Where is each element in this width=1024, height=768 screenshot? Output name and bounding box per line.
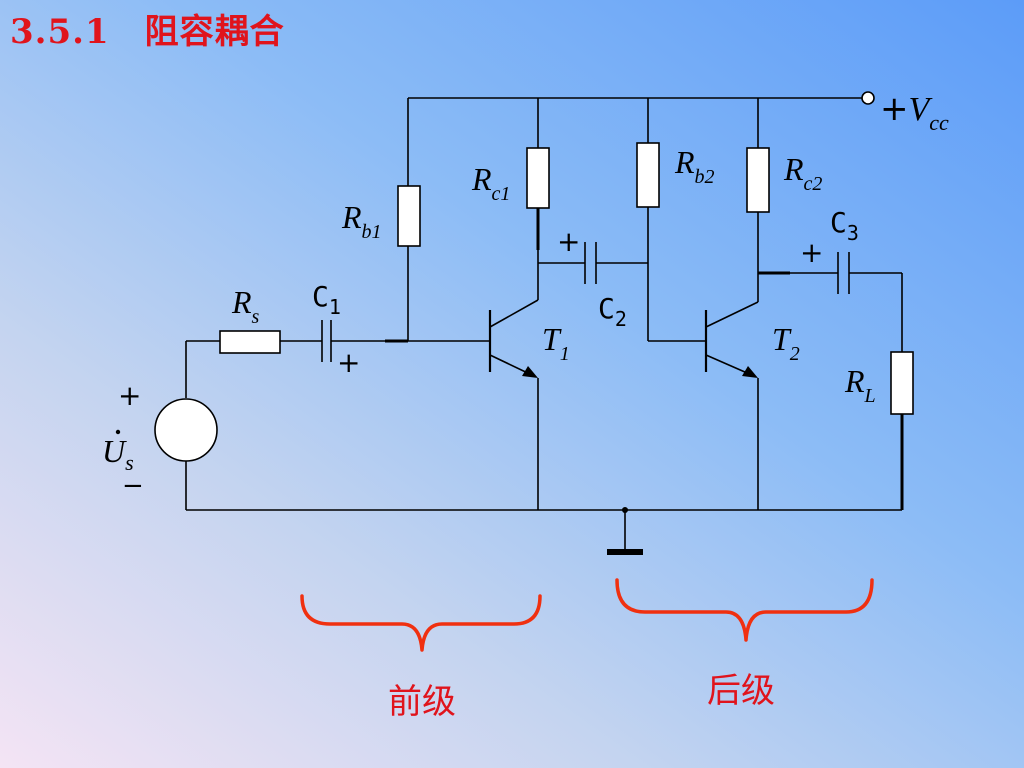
input-circuit (154, 320, 490, 510)
c1-label: C1 (312, 280, 341, 319)
rc1-resistor (526, 147, 550, 209)
ground-rail (186, 507, 902, 555)
t1-label: T1 (542, 321, 570, 365)
vcc-terminal (861, 91, 875, 105)
rs-resistor (219, 330, 281, 354)
rs-label: Rs (231, 284, 260, 328)
rc2-resistor (746, 147, 770, 213)
source-phasor-dot (115, 429, 121, 435)
rb2-branch (636, 98, 706, 342)
source-minus-mark: − (122, 471, 144, 501)
rb2-label: Rb2 (674, 144, 715, 188)
t1-transistor (488, 299, 539, 510)
front-stage-brace (300, 594, 542, 652)
vcc-label: +Vcc (880, 89, 949, 135)
source-plus-mark: + (118, 379, 141, 412)
rear-stage-label: 后级 (707, 671, 775, 711)
rb1-label: Rb1 (341, 199, 382, 243)
front-stage-label: 前级 (388, 682, 456, 722)
rb2-resistor (636, 142, 660, 208)
c3-label: C3 (830, 206, 859, 245)
source-label: Us (102, 433, 134, 475)
stage2-collector (746, 98, 770, 302)
signal-source (154, 398, 218, 462)
t1-emitter-arrow (522, 366, 538, 378)
supply-rail: +Vcc (408, 89, 949, 135)
rc1-label: Rc1 (471, 161, 510, 205)
slide-title: 3.5.1 阻容耦合 (10, 12, 285, 52)
c2-plus-mark: + (557, 225, 580, 258)
c3-plus-mark: + (800, 236, 823, 269)
t2-label: T2 (772, 321, 800, 365)
c2-label: C2 (598, 292, 627, 331)
output-circuit (758, 252, 914, 510)
c1-plus-mark: + (337, 346, 360, 379)
c2-coupling (538, 242, 648, 284)
stage1-collector (526, 98, 550, 300)
rb1-resistor (397, 185, 421, 247)
t2-transistor (704, 301, 759, 510)
rl-label: RL (844, 363, 876, 407)
t2-emitter-arrow (742, 366, 758, 378)
rl-resistor (890, 351, 914, 415)
rb1-branch (385, 98, 421, 343)
rc2-label: Rc2 (783, 151, 822, 195)
rear-stage-brace (615, 578, 874, 642)
